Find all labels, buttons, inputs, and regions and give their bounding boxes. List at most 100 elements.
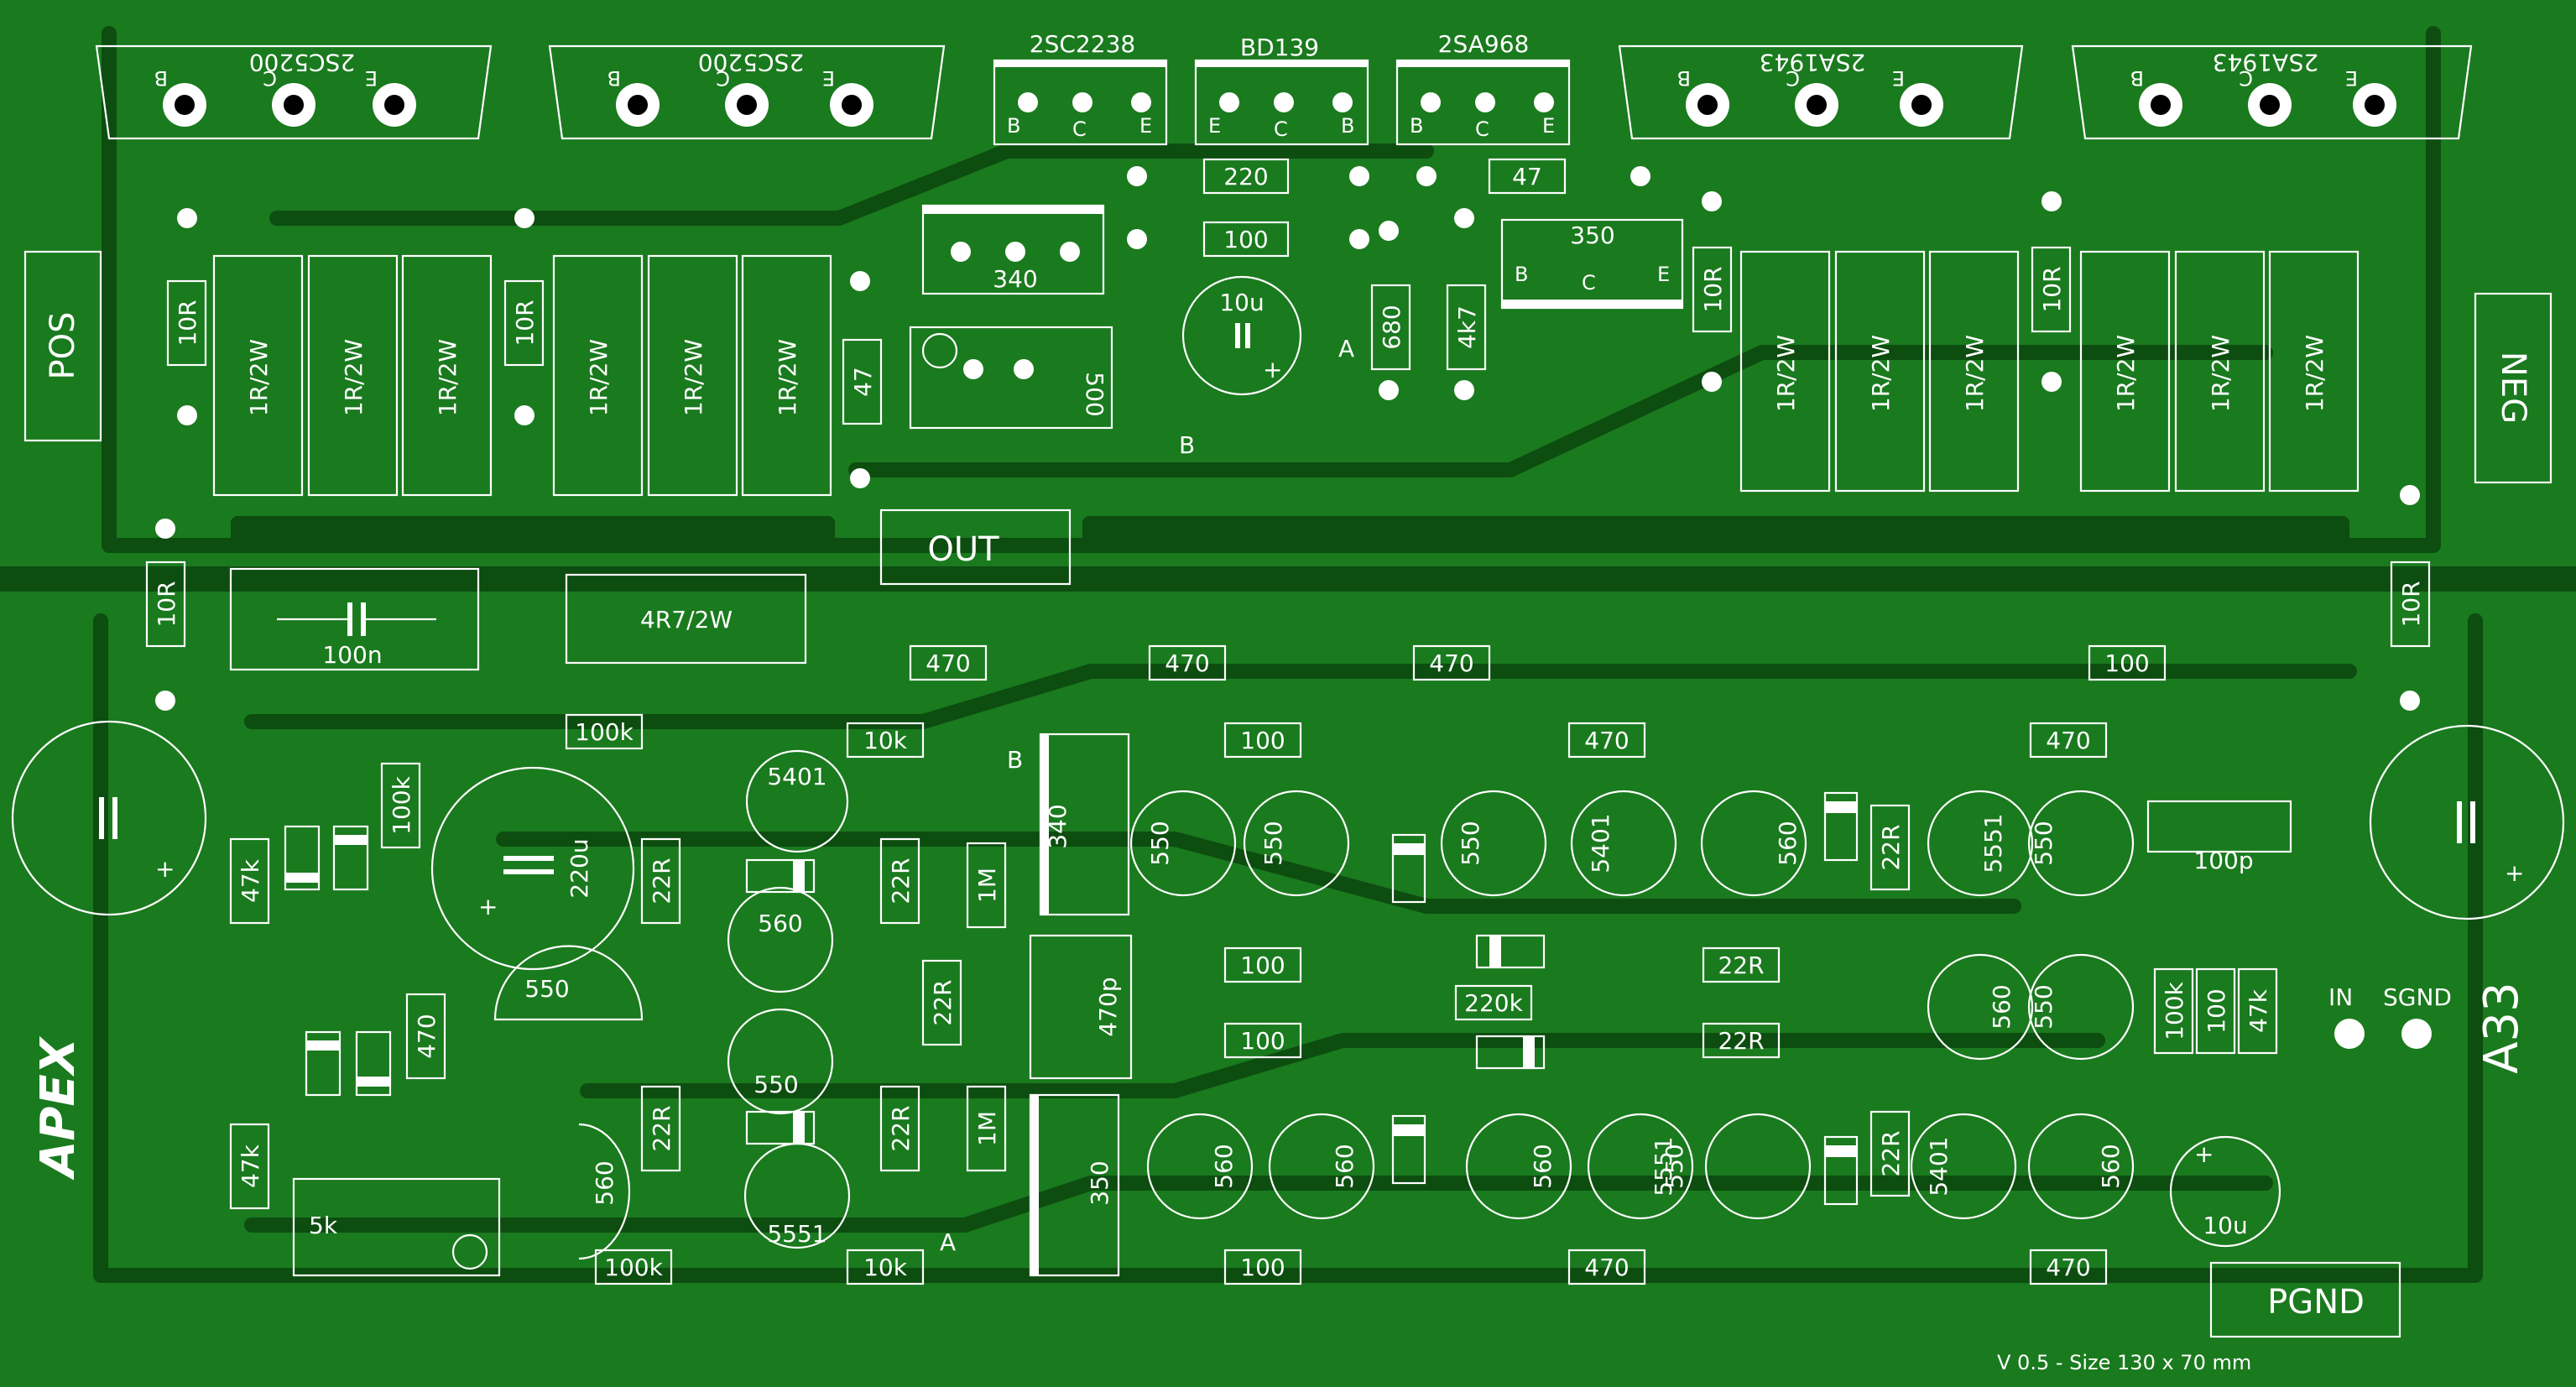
svg-text:340: 340 [993, 265, 1037, 293]
svg-text:47k: 47k [2245, 988, 2272, 1033]
board-name: A33 [2474, 982, 2529, 1074]
svg-text:A: A [1338, 335, 1354, 362]
svg-text:5401: 5401 [767, 763, 827, 790]
svg-text:22R: 22R [648, 1105, 675, 1151]
svg-text:350: 350 [1570, 222, 1614, 249]
svg-text:B: B [1007, 746, 1023, 774]
svg-text:2SA968: 2SA968 [1438, 30, 1530, 58]
svg-text:560: 560 [1988, 984, 2015, 1029]
svg-text:550: 550 [2030, 821, 2057, 865]
svg-text:PGND: PGND [2267, 1283, 2365, 1322]
resistor-680: 680 [1370, 221, 1411, 400]
svg-text:550: 550 [2030, 984, 2057, 1029]
resistor-row-470: 470 470 470 100 [909, 644, 2167, 681]
svg-text:560: 560 [2097, 1144, 2125, 1188]
driver-transistor-bd139: BD139 E C B [1194, 34, 1369, 146]
svg-text:5551: 5551 [1979, 813, 2007, 873]
resistor-100-top: 100 [1127, 221, 1369, 258]
svg-text:10R: 10R [2397, 581, 2425, 627]
svg-text:B: B [1179, 431, 1195, 459]
supply-capacitor-right: + [2369, 724, 2565, 920]
sgnd-pad[interactable] [2401, 1019, 2432, 1049]
svg-text:10u: 10u [1219, 289, 1264, 316]
resistor-10r-top-4: 10R [2031, 191, 2072, 392]
resistor-4r7-2w: 4R7/2W [565, 573, 807, 665]
svg-text:470: 470 [2046, 1254, 2090, 1281]
out-terminal[interactable]: OUT [879, 508, 1072, 586]
svg-text:22R: 22R [648, 858, 675, 904]
driver-transistor-2sa968: 2SA968 B C E [1395, 30, 1571, 146]
svg-text:350: 350 [1086, 1160, 1113, 1205]
resistor-10r-top-3: 10R [1692, 191, 1733, 392]
svg-text:22R: 22R [887, 858, 915, 904]
power-transistor-3: 2SA1943 B C E [1618, 44, 2024, 140]
svg-text:1R/2W: 1R/2W [1961, 335, 1989, 412]
svg-text:1M: 1M [973, 868, 1001, 903]
svg-text:B: B [2130, 66, 2144, 90]
pos-terminal[interactable]: POS [23, 250, 102, 442]
svg-text:22R: 22R [929, 979, 957, 1025]
svg-text:4k7: 4k7 [1453, 305, 1481, 349]
svg-text:B: B [1515, 263, 1528, 286]
in-pad[interactable] [2334, 1019, 2365, 1049]
resistor-47k-upper: 47k [229, 837, 270, 925]
resistor-10k-lower: 10k [846, 1249, 925, 1285]
svg-text:1R/2W: 1R/2W [680, 339, 707, 416]
resistor-100k-upper: 100k [565, 713, 644, 750]
svg-text:100k: 100k [388, 775, 415, 834]
svg-text:500: 500 [1081, 372, 1108, 416]
svg-text:+: + [478, 893, 498, 920]
svg-text:1R/2W: 1R/2W [245, 339, 273, 416]
power-transistor-4: 2SA1943 B C E [2071, 44, 2473, 140]
svg-text:2SC2238: 2SC2238 [1030, 30, 1135, 58]
svg-text:C: C [263, 66, 277, 90]
version-text: V 0.5 - Size 130 x 70 mm [1997, 1351, 2251, 1374]
svg-text:340: 340 [1044, 804, 1072, 848]
svg-text:E: E [2345, 66, 2358, 90]
svg-text:22R: 22R [887, 1105, 915, 1151]
svg-text:C: C [1072, 117, 1087, 141]
svg-text:B: B [1007, 114, 1020, 138]
svg-text:22R: 22R [1877, 1130, 1905, 1176]
pgnd-terminal[interactable]: PGND [2209, 1261, 2401, 1338]
svg-text:+: + [2194, 1140, 2214, 1168]
svg-text:560: 560 [1774, 821, 1802, 865]
svg-text:OUT: OUT [927, 530, 999, 569]
svg-text:E: E [1892, 66, 1905, 90]
svg-text:47: 47 [849, 367, 877, 397]
svg-text:470: 470 [1165, 649, 1209, 677]
svg-text:NEG: NEG [2494, 352, 2532, 424]
svg-text:5551: 5551 [1650, 1136, 1677, 1196]
svg-text:10R: 10R [1699, 266, 1727, 312]
svg-text:4R7/2W: 4R7/2W [640, 606, 733, 634]
svg-text:220: 220 [1223, 163, 1268, 190]
svg-text:POS: POS [44, 312, 82, 380]
svg-text:100: 100 [2203, 988, 2230, 1033]
svg-text:100n: 100n [322, 641, 382, 669]
svg-text:E: E [822, 66, 835, 90]
svg-text:+: + [1263, 356, 1282, 383]
resistor-10k-upper: 10k [846, 722, 925, 759]
svg-text:1R/2W: 1R/2W [2301, 335, 2328, 412]
svg-text:470: 470 [1584, 727, 1629, 754]
svg-text:100k: 100k [2161, 981, 2188, 1040]
capacitor-100n: 100n [229, 567, 480, 671]
transistor-350-mid: 350 [1029, 1093, 1120, 1277]
resistor-470-vertical: 470 [405, 993, 446, 1080]
svg-text:10R: 10R [511, 300, 539, 346]
svg-text:100k: 100k [604, 1254, 663, 1281]
resistor-mid-row: 100 470 470 100 100 220k 22R 22R 100 470… [1223, 722, 2108, 1285]
neg-terminal[interactable]: NEG [2474, 292, 2553, 484]
svg-text:550: 550 [1457, 821, 1484, 865]
svg-text:E: E [1657, 263, 1670, 286]
svg-text:550: 550 [1661, 1144, 1688, 1188]
diode-group-mid [745, 791, 1859, 1206]
resistor-47-top: 47 [1416, 158, 1650, 195]
capacitor-100p: 100p [2146, 800, 2292, 874]
svg-text:470: 470 [413, 1014, 441, 1058]
svg-text:22R: 22R [1718, 952, 1764, 979]
svg-text:E: E [1208, 114, 1221, 138]
svg-text:220k: 220k [1464, 989, 1523, 1017]
svg-text:5k: 5k [309, 1212, 338, 1239]
